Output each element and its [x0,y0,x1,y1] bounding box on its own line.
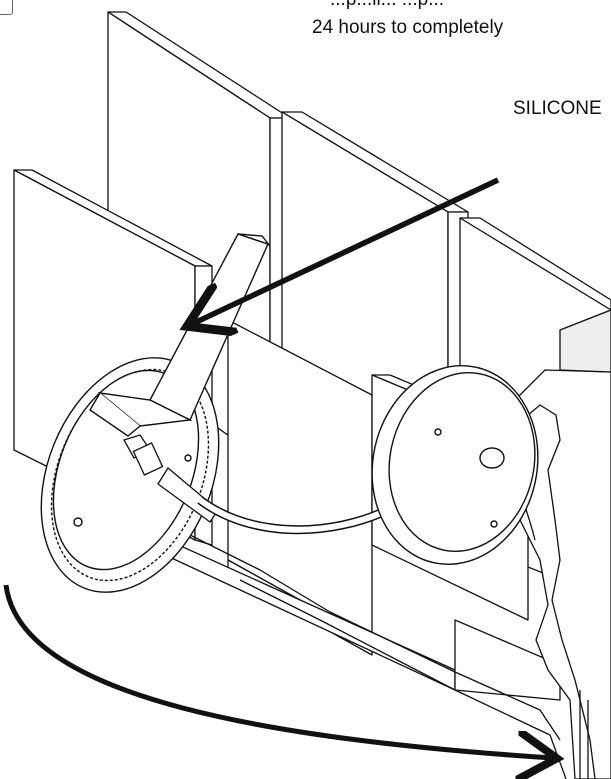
arrow-icon [192,177,500,324]
instruction-text: 24 hours to completely [312,17,504,38]
instruction-text-partial: ...p...ll... ...p... [330,0,444,11]
connector [123,434,219,523]
frame-corner [0,0,13,15]
mounting-plate [371,365,539,565]
silicone-label: SILICONE [513,98,602,119]
curved-arrow-icon [3,584,552,758]
wall-lower-edge [189,534,561,741]
